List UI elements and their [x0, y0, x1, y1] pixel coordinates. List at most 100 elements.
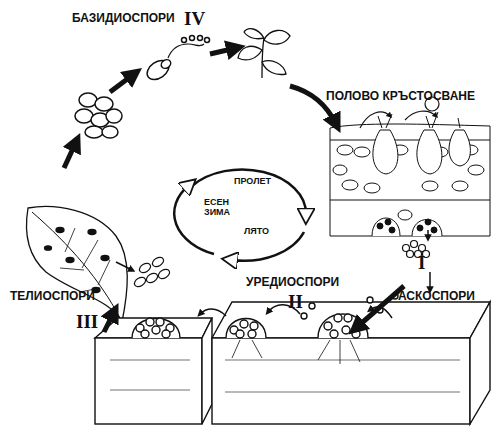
stage-label: АСКОСПОРИ	[398, 290, 498, 304]
tissue-block	[132, 319, 180, 339]
tissue-block	[232, 340, 360, 364]
tissue-block	[110, 360, 190, 390]
teliospore-cluster	[151, 256, 165, 269]
tissue-block	[212, 338, 470, 424]
infected-leaf	[88, 230, 96, 235]
leaf-section	[330, 124, 490, 236]
tissue-block	[248, 330, 256, 338]
cycle-arrow	[104, 312, 114, 332]
tissue-block	[240, 320, 248, 328]
germinating-spores	[95, 97, 113, 111]
leaf-section	[449, 130, 470, 166]
teliospore-cluster	[133, 276, 147, 289]
teliospore-cluster	[157, 268, 171, 281]
tissue-block	[344, 314, 352, 322]
tissue-block	[141, 330, 149, 338]
small-arrow	[429, 272, 431, 290]
basidium	[182, 38, 187, 43]
infected-leaf	[60, 228, 110, 292]
aeciospore-cluster	[407, 251, 414, 258]
infected-leaf	[56, 228, 64, 233]
tissue-block	[95, 318, 212, 424]
roman-numeral: IV	[184, 8, 214, 30]
leaf-section	[468, 165, 484, 175]
tissue-block	[95, 338, 202, 424]
small-arrow	[116, 230, 430, 318]
host-plant	[238, 29, 290, 78]
crossing-arrow	[360, 112, 390, 128]
season-label: ПРОЛЕТ	[234, 176, 294, 186]
cycle-arrow	[110, 74, 134, 92]
basidium	[144, 57, 173, 84]
tissue-block	[212, 293, 490, 424]
stage-label: УРЕДИОСПОРИ	[246, 276, 356, 290]
leaf-section	[372, 218, 400, 236]
tissue-block	[470, 302, 490, 424]
infected-leaf	[27, 206, 128, 322]
leaf-section	[412, 220, 442, 237]
small-arrow	[200, 309, 226, 316]
germinating-spores	[75, 93, 122, 138]
germinating-spores	[85, 126, 103, 138]
basidium	[160, 58, 173, 70]
season-cycle	[192, 169, 306, 214]
basidium	[144, 36, 210, 84]
tissue-block	[95, 318, 212, 338]
leaf-section	[417, 225, 423, 231]
leaf-section	[342, 180, 358, 190]
cycle-arrow	[210, 48, 236, 54]
tissue-block	[352, 330, 360, 338]
roman-numeral: III	[76, 311, 110, 333]
tissue-block	[367, 297, 373, 303]
leaf-section	[373, 130, 398, 174]
roman-numeral: II	[288, 291, 318, 313]
leaf-section	[330, 112, 490, 236]
stage-label: БАЗИДИОСПОРИ	[72, 12, 182, 26]
basidium	[190, 36, 195, 41]
host-plant	[262, 38, 264, 78]
germinating-spores	[75, 109, 93, 123]
leaf-section	[452, 181, 468, 191]
host-plant	[264, 30, 290, 44]
infected-leaf	[27, 206, 128, 335]
tissue-block	[324, 322, 332, 330]
tissue-block	[152, 326, 160, 334]
tissue-block	[342, 326, 350, 334]
germinating-spores	[102, 126, 118, 138]
infected-leaf	[66, 258, 74, 263]
tissue-block	[301, 313, 307, 319]
cycle-arrow	[418, 238, 419, 240]
tissue-block	[334, 314, 342, 322]
tissue-block	[330, 330, 338, 338]
teliospore-cluster	[145, 272, 159, 285]
tissue-block	[250, 322, 258, 330]
crossing-arrow	[405, 111, 436, 120]
aeciospore-cluster	[403, 241, 430, 258]
cycle-arrow	[356, 286, 404, 328]
leaf-section	[398, 210, 412, 220]
small-arrow	[370, 307, 392, 318]
leaf-section	[425, 219, 431, 225]
small-arrow	[427, 230, 429, 238]
roman-numeral: I	[418, 252, 442, 274]
host-plant	[262, 61, 286, 75]
leaf-section	[389, 227, 395, 233]
basidium	[198, 36, 203, 41]
season-cycle	[174, 186, 214, 254]
tissue-block	[226, 319, 266, 339]
leaf-section	[431, 227, 437, 233]
season-cycle	[232, 232, 304, 261]
season-cycle	[174, 169, 306, 260]
aeciospore-cluster	[411, 241, 418, 248]
tissue-block	[225, 360, 460, 392]
germinating-spores	[106, 109, 122, 123]
stage-label: ТЕЛИОСПОРИ	[10, 290, 110, 304]
teliospore-cluster	[138, 262, 152, 275]
leaf-section	[354, 147, 370, 157]
host-plant	[244, 29, 264, 39]
basidium	[168, 44, 204, 58]
teliospore-cluster	[133, 256, 171, 289]
